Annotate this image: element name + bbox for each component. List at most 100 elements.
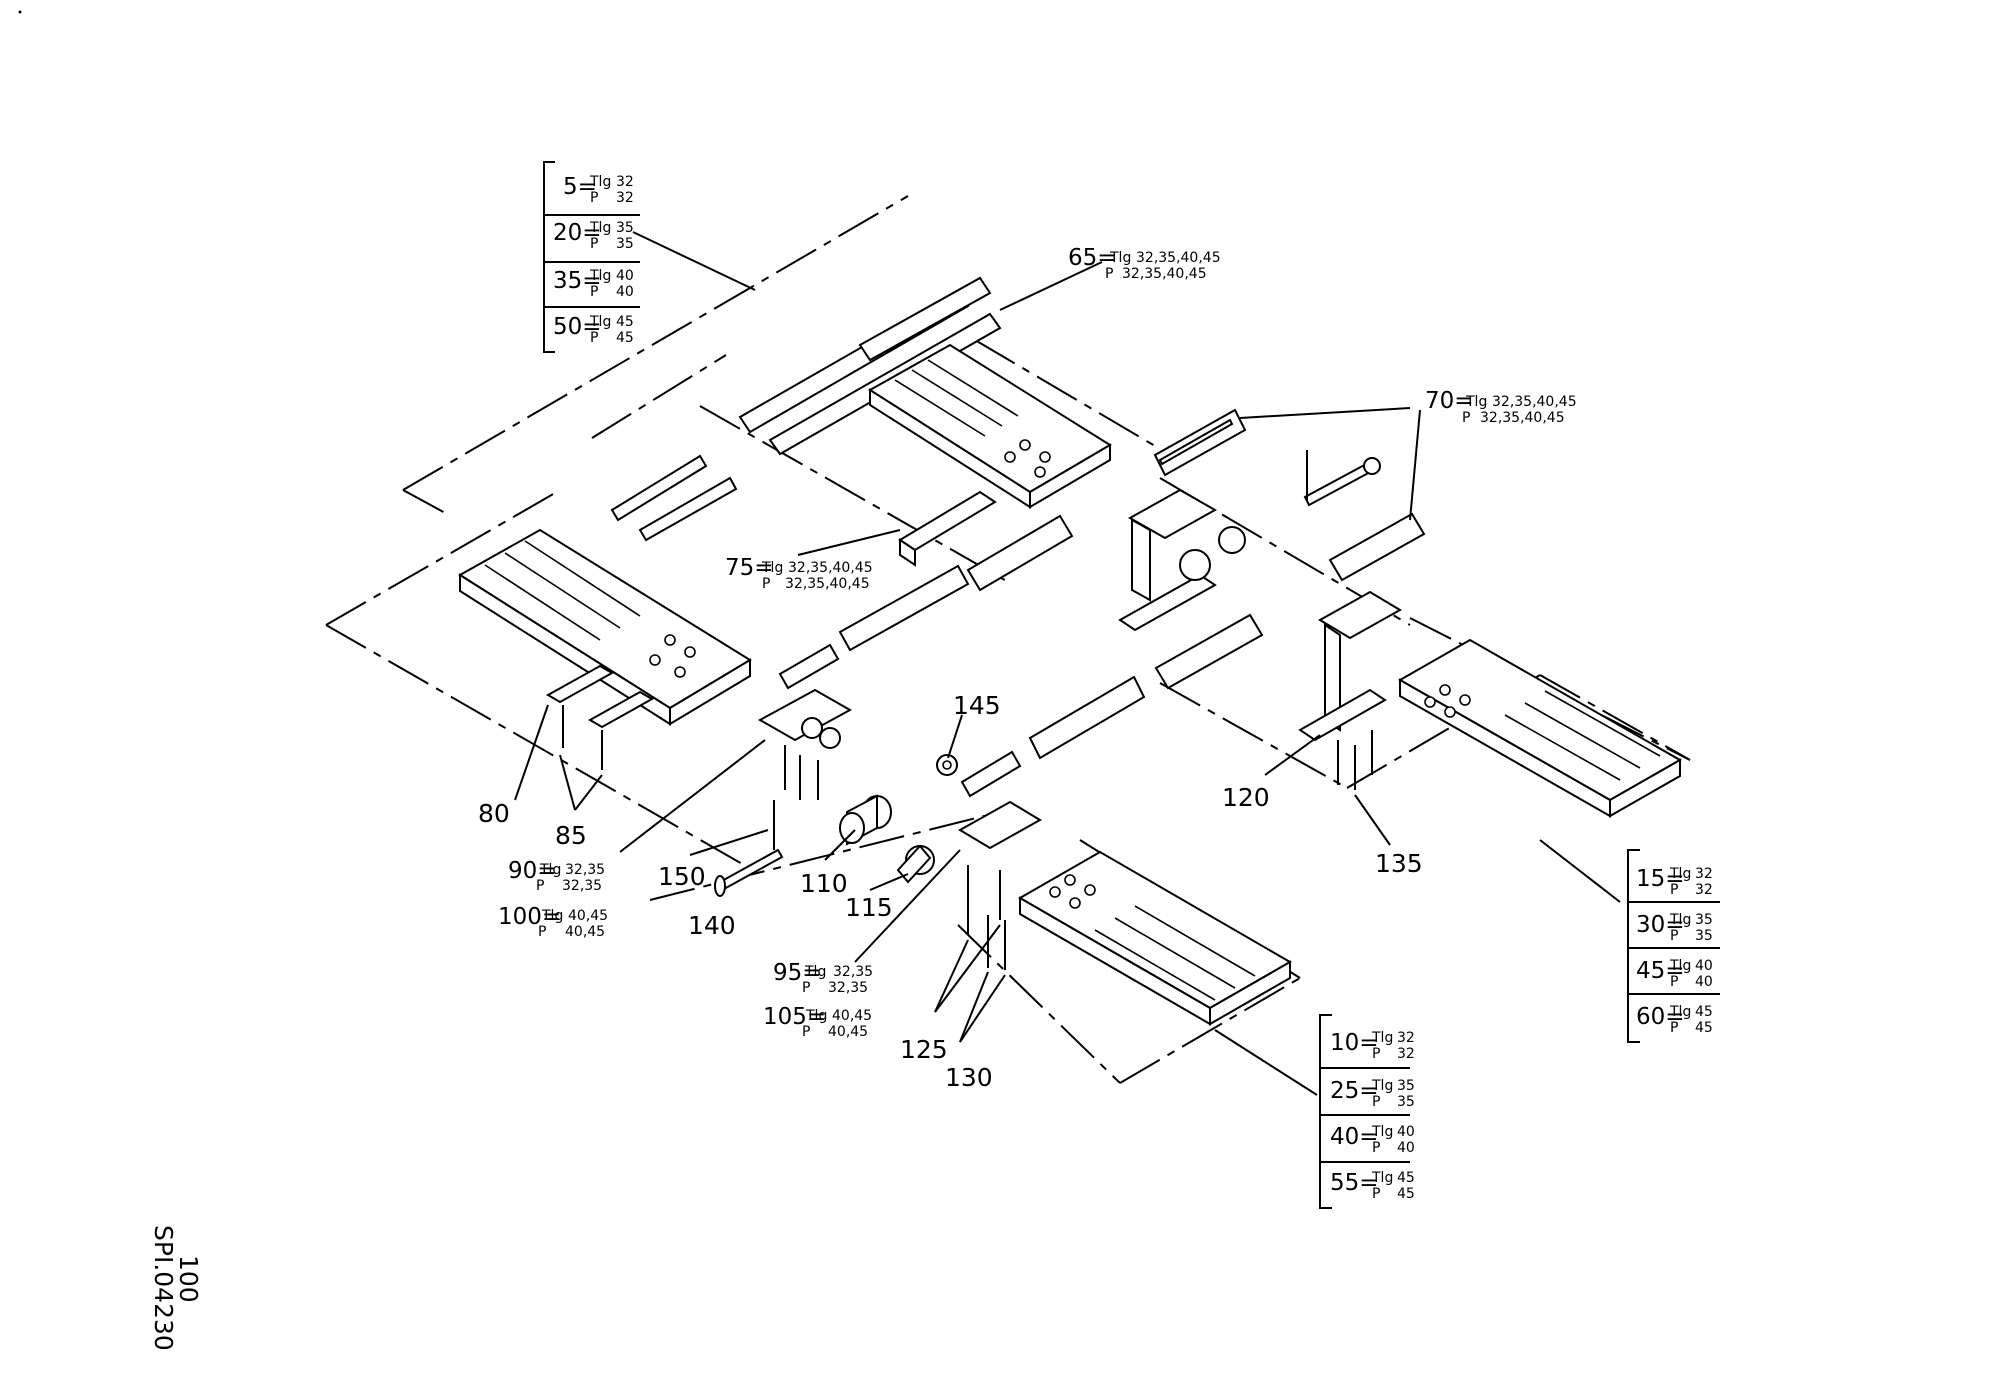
item-number: 60= xyxy=(1636,1004,1685,1030)
spec-65: 65= Tlg 32,35,40,45 P 32,35,40,45 xyxy=(1068,245,1221,282)
spec-95: 95= Tlg 32,35 P 32,35 xyxy=(773,960,873,996)
shaft-upper-left xyxy=(610,454,708,522)
item-number: 55= xyxy=(1330,1170,1379,1196)
svg-text:40: 40 xyxy=(1695,958,1713,974)
group-row: 35= Tlg 40 P 40 xyxy=(553,268,634,300)
callout-115: 115 xyxy=(845,893,893,922)
svg-text:Tlg: Tlg xyxy=(1669,912,1691,928)
svg-text:40: 40 xyxy=(616,284,634,300)
svg-text:P: P xyxy=(802,1024,810,1040)
item-number: 20= xyxy=(553,220,602,246)
svg-text:75=: 75= xyxy=(725,555,774,581)
svg-text:P: P xyxy=(1670,882,1678,898)
bushing-upper xyxy=(1179,549,1211,581)
svg-text:32: 32 xyxy=(1695,882,1713,898)
group-row: 25= Tlg 35 P 35 xyxy=(1330,1078,1415,1110)
group-row: 15= Tlg 32 P 32 xyxy=(1636,866,1713,898)
svg-text:Tlg: Tlg xyxy=(589,220,611,236)
shaft-end-tab-a xyxy=(778,643,840,690)
group-row: 40= Tlg 40 P 40 xyxy=(1330,1124,1415,1156)
svg-text:40: 40 xyxy=(1695,974,1713,990)
bracket-95 xyxy=(958,800,1042,850)
item-number: 10= xyxy=(1330,1030,1379,1056)
svg-text:P: P xyxy=(1372,1094,1380,1110)
callout-145: 145 xyxy=(953,691,1001,720)
svg-text:Tlg: Tlg xyxy=(589,174,611,190)
svg-text:65=: 65= xyxy=(1068,245,1117,271)
bracket-upper-right xyxy=(1127,488,1218,540)
svg-text:35: 35 xyxy=(1397,1094,1415,1110)
group-row: 45= Tlg 40 P 40 xyxy=(1636,958,1713,990)
svg-text:Tlg: Tlg xyxy=(1371,1124,1393,1140)
group-right: 15= Tlg 32 P 32 30= Tlg 35 P 35 45= Tlg … xyxy=(1627,849,1720,1043)
svg-text:Tlg: Tlg xyxy=(1371,1078,1393,1094)
group-bottom: 10= Tlg 32 P 32 25= Tlg 35 P 35 40= Tlg … xyxy=(1319,1014,1415,1209)
svg-text:35: 35 xyxy=(616,236,634,252)
svg-text:70=: 70= xyxy=(1425,388,1474,414)
callout-130: 130 xyxy=(945,1063,993,1092)
svg-text:40: 40 xyxy=(1397,1124,1415,1140)
svg-text:P: P xyxy=(762,576,770,592)
svg-text:45: 45 xyxy=(616,330,634,346)
svg-text:32,35: 32,35 xyxy=(565,862,605,878)
group-top-left: 5= Tlg 32 P 32 20= Tlg 35 P 35 35= Tlg 4… xyxy=(543,161,640,353)
item-number: 30= xyxy=(1636,912,1685,938)
track-plates xyxy=(458,343,1683,1026)
item-number: 40= xyxy=(1330,1124,1379,1150)
svg-text:32,35,40,45: 32,35,40,45 xyxy=(788,560,873,576)
svg-text:40,45: 40,45 xyxy=(565,924,605,940)
item-number: 45= xyxy=(1636,958,1685,984)
shaft-end-tab-b xyxy=(960,750,1022,798)
svg-text:P: P xyxy=(538,924,546,940)
callout-85: 85 xyxy=(555,821,587,850)
svg-text:Tlg: Tlg xyxy=(1109,250,1131,266)
group-row: 5= Tlg 32 P 32 xyxy=(563,174,634,206)
callout-140: 140 xyxy=(688,911,736,940)
leader-lines xyxy=(514,231,1621,1096)
svg-text:40,45: 40,45 xyxy=(828,1024,868,1040)
svg-text:100=: 100= xyxy=(498,904,561,930)
svg-text:45: 45 xyxy=(1695,1004,1713,1020)
svg-text:40: 40 xyxy=(1397,1140,1415,1156)
callout-80: 80 xyxy=(478,799,510,828)
rod-70-c xyxy=(1328,512,1426,582)
svg-text:32,35: 32,35 xyxy=(562,878,602,894)
bracket-90 xyxy=(757,688,853,742)
svg-text:32,35: 32,35 xyxy=(833,964,873,980)
svg-text:Tlg: Tlg xyxy=(539,862,561,878)
svg-text:Tlg: Tlg xyxy=(805,1008,827,1024)
svg-text:40,45: 40,45 xyxy=(568,908,608,924)
callouts: 80 85 110 115 120 125 130 135 140 145 15… xyxy=(478,691,1423,1092)
svg-text:Tlg: Tlg xyxy=(589,314,611,330)
brackets xyxy=(545,450,1402,970)
svg-text:40,45: 40,45 xyxy=(832,1008,872,1024)
callout-120: 120 xyxy=(1222,783,1270,812)
item-number: 15= xyxy=(1636,866,1685,892)
svg-text:P: P xyxy=(1372,1140,1380,1156)
track-plate-left xyxy=(458,528,752,726)
clamp-80 xyxy=(545,664,615,704)
svg-text:90=: 90= xyxy=(508,858,557,884)
shafts xyxy=(610,276,1426,798)
svg-text:95=: 95= xyxy=(773,960,822,986)
group-row: 50= Tlg 45 P 45 xyxy=(553,314,634,346)
svg-text:Tlg: Tlg xyxy=(1669,866,1691,882)
svg-text:35: 35 xyxy=(1695,912,1713,928)
svg-text:Tlg: Tlg xyxy=(541,908,563,924)
drawing-code: SPI.04230 xyxy=(149,1225,178,1351)
spec-100: 100= Tlg 40,45 P 40,45 xyxy=(498,904,608,940)
item-number: 5= xyxy=(563,174,597,200)
svg-text:32: 32 xyxy=(1397,1046,1415,1062)
track-plate-right xyxy=(1397,638,1683,818)
drawing-sheet: 100 xyxy=(174,1255,203,1303)
svg-text:40: 40 xyxy=(616,268,634,284)
stray-dot xyxy=(18,10,22,14)
svg-text:P: P xyxy=(802,980,810,996)
callout-125: 125 xyxy=(900,1035,948,1064)
item-number: 50= xyxy=(553,314,602,340)
svg-text:35: 35 xyxy=(616,220,634,236)
svg-text:32: 32 xyxy=(1695,866,1713,882)
item-number: 25= xyxy=(1330,1078,1379,1104)
svg-text:P: P xyxy=(1670,974,1678,990)
